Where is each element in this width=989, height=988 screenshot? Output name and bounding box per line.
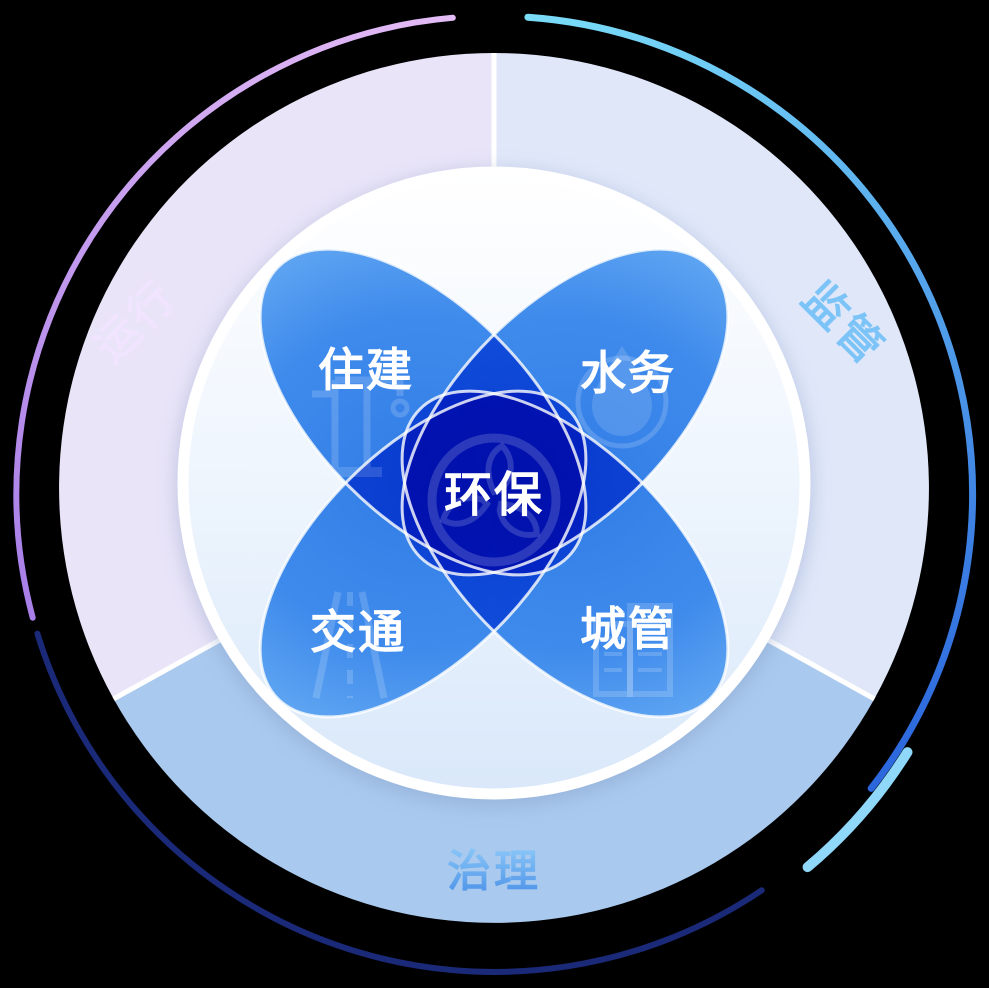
water-drop-icon bbox=[575, 346, 669, 449]
petal-fills bbox=[260, 249, 728, 717]
road-icon bbox=[312, 591, 388, 699]
center-label: 环保 bbox=[444, 469, 544, 522]
arc-lightblue bbox=[802, 747, 913, 873]
leaf-fan-icon bbox=[427, 433, 561, 567]
petal-label-urban: 城管 bbox=[580, 603, 676, 655]
outer-decorative-arcs bbox=[13, 13, 977, 975]
sector-label-bottom: 治理 bbox=[447, 847, 541, 896]
arc-blue bbox=[524, 13, 977, 792]
buildings-icon bbox=[593, 603, 673, 697]
arc-purple bbox=[13, 14, 456, 621]
petal-label-housing: 住建 bbox=[318, 344, 414, 396]
arc-navy bbox=[34, 630, 765, 975]
petal-urban bbox=[402, 391, 728, 717]
crane-icon bbox=[312, 376, 410, 477]
petal-outlines bbox=[258, 247, 730, 719]
petal-label-traffic: 交通 bbox=[310, 606, 406, 658]
petal-label-water: 水务 bbox=[580, 347, 676, 399]
